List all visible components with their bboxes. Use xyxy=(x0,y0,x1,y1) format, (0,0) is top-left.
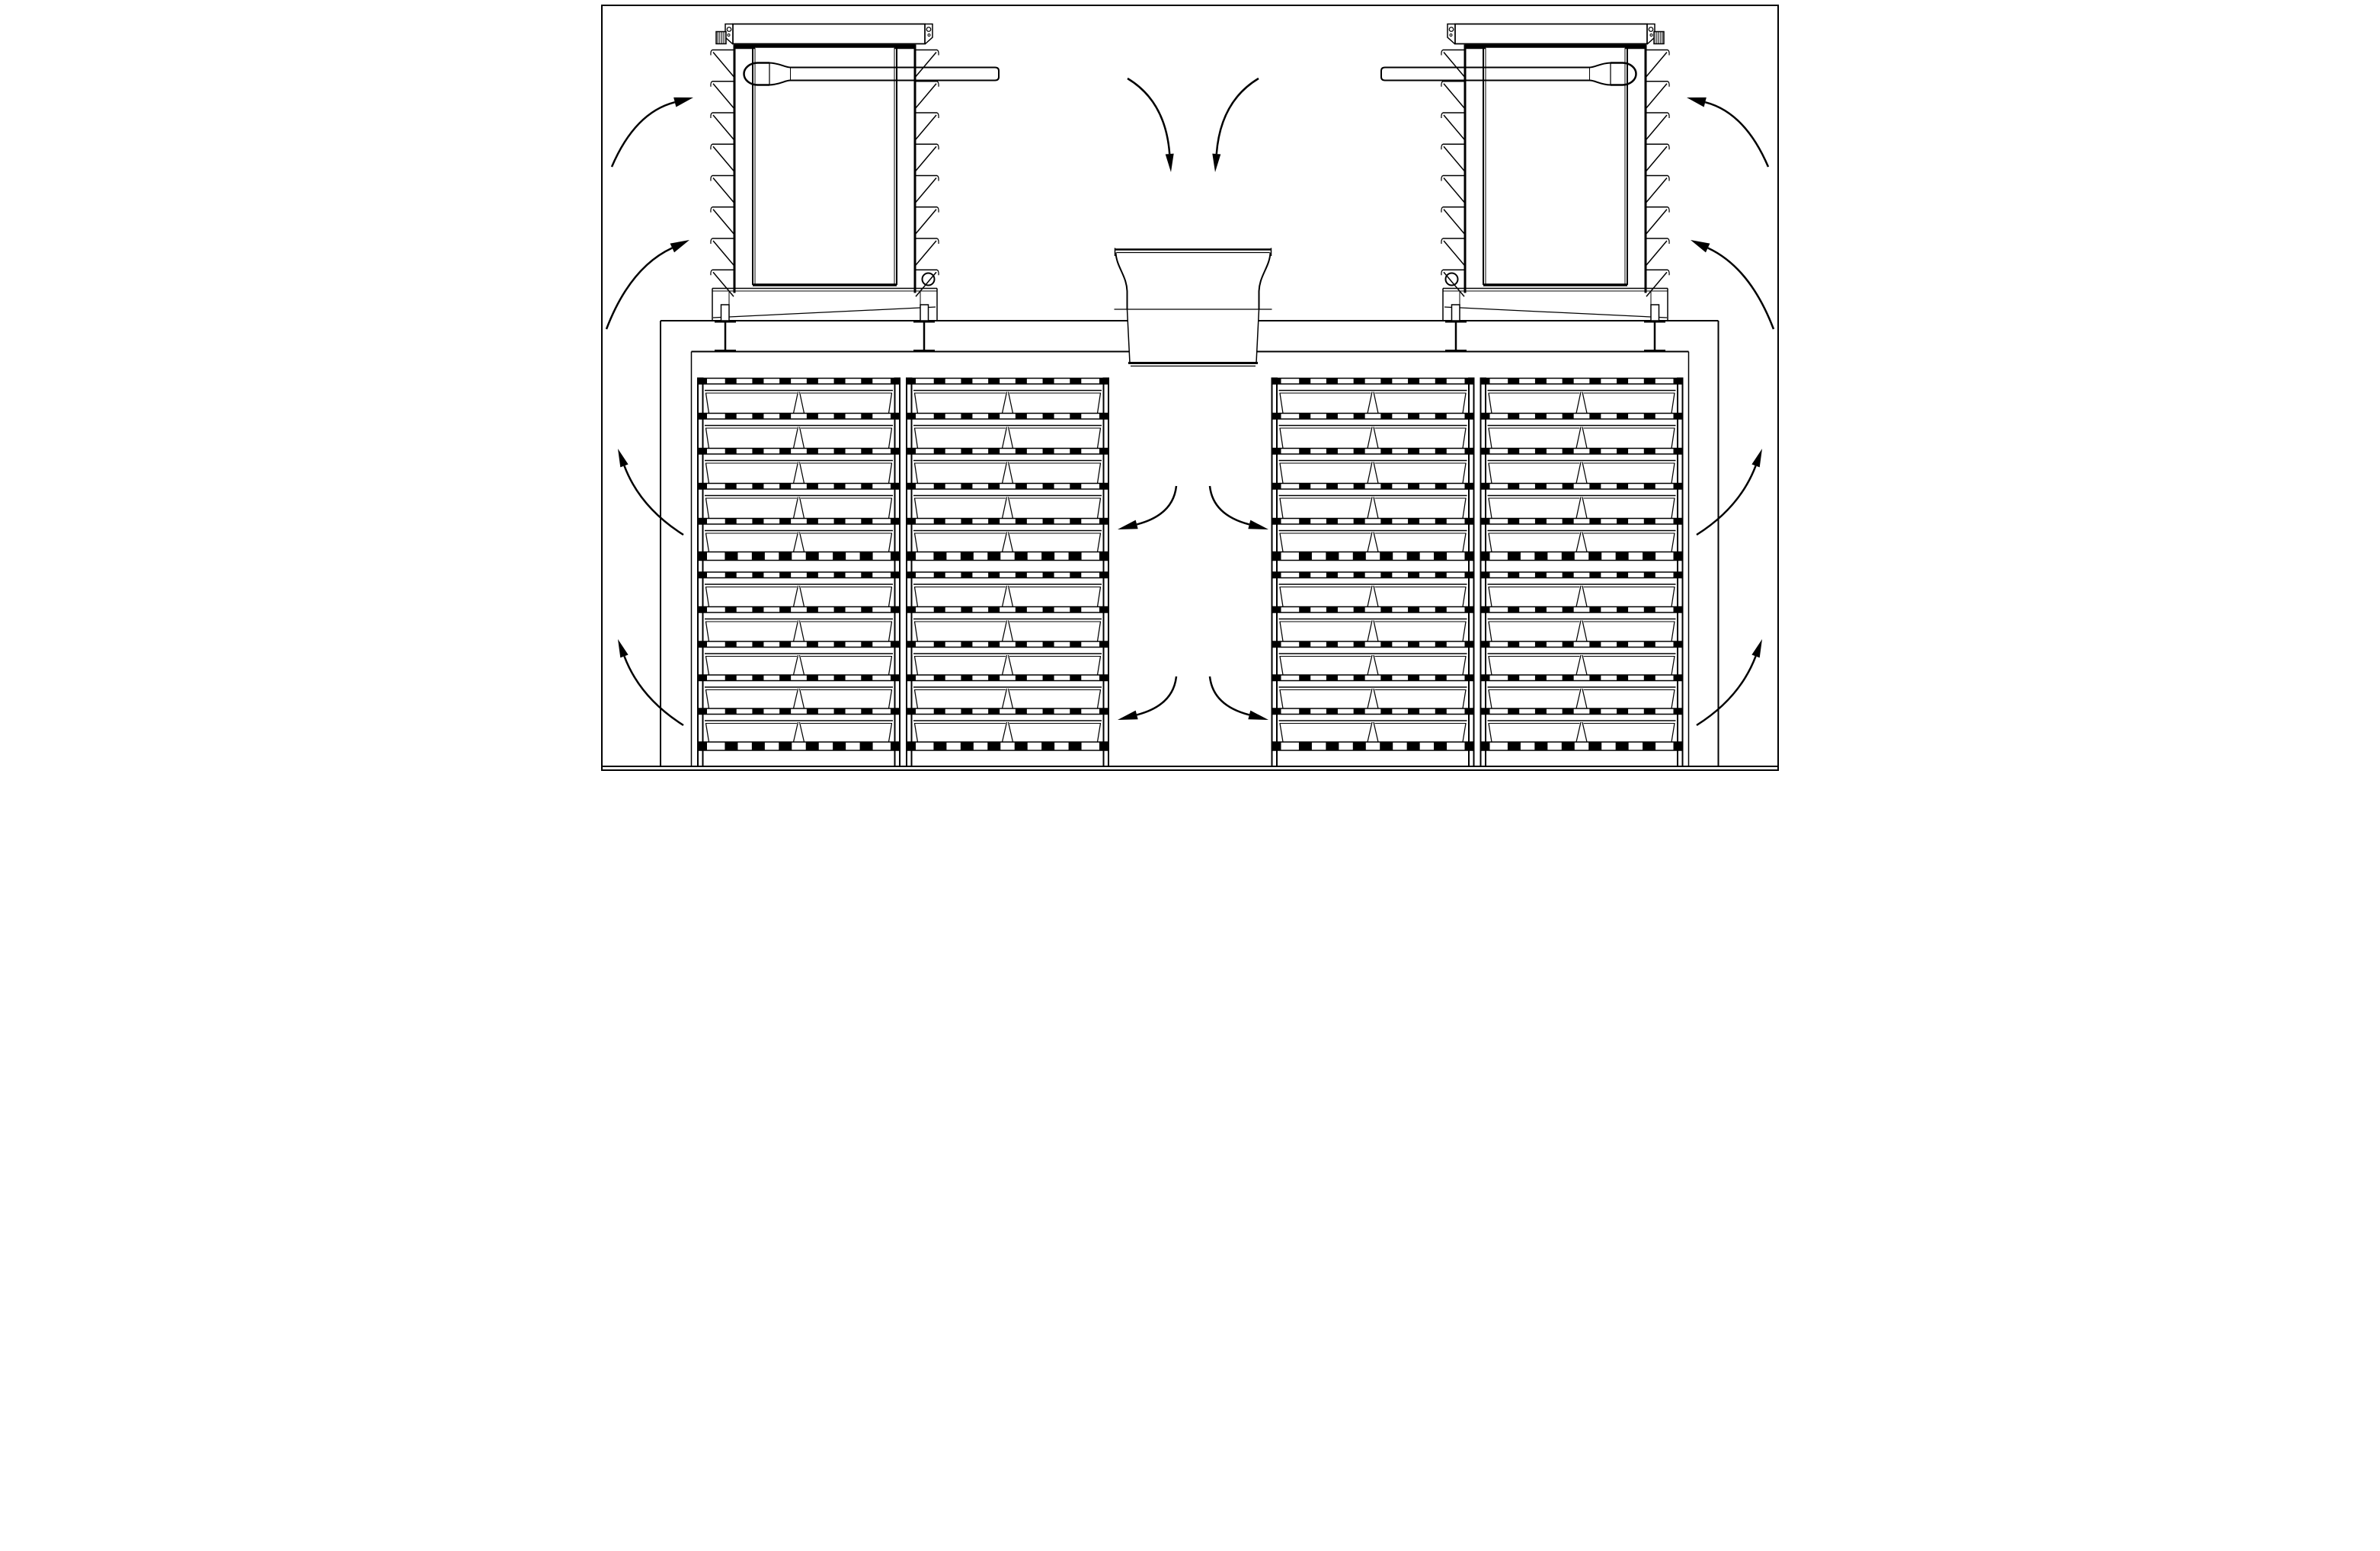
diagram-page xyxy=(595,0,1785,776)
rooftop-air-unit-right xyxy=(1380,23,1670,321)
roof-i-beam xyxy=(715,321,736,352)
drawing-border xyxy=(601,5,1779,771)
arrow-outside-into-right-unit-lower xyxy=(1691,240,1775,330)
arrow-updraft-right-wall-lower xyxy=(1696,639,1762,727)
arrow-aisle-to-left-racks-lower xyxy=(1118,676,1178,720)
arrow-down-into-hood-right xyxy=(1212,77,1259,172)
ventilation-section-drawing xyxy=(595,0,1785,776)
pallet-rack-3 xyxy=(1271,377,1475,767)
walls xyxy=(660,321,1719,766)
arrow-outside-into-left-unit-lower xyxy=(605,240,689,330)
arrow-outside-into-left-unit-upper xyxy=(610,97,693,168)
roof-slab xyxy=(661,320,1719,353)
roof-i-beam xyxy=(1445,321,1467,352)
arrow-down-into-hood-left xyxy=(1127,77,1174,172)
rooftop-air-unit-left xyxy=(710,23,1000,321)
exhaust-hood xyxy=(1114,248,1272,367)
arrow-aisle-to-right-racks-upper xyxy=(1208,485,1268,529)
pallet-rack-2 xyxy=(906,377,1109,767)
roof-i-beam xyxy=(913,321,935,352)
arrow-outside-into-right-unit-upper xyxy=(1687,97,1770,168)
arrow-updraft-left-wall-lower xyxy=(618,639,684,727)
arrow-updraft-left-wall-upper xyxy=(618,449,684,536)
pallet-rack-1 xyxy=(697,377,900,767)
pallet-rack-4 xyxy=(1480,377,1684,767)
roof-i-beam xyxy=(1644,321,1665,352)
arrow-aisle-to-left-racks-upper xyxy=(1118,485,1178,529)
arrow-updraft-right-wall-upper xyxy=(1696,449,1762,536)
arrow-aisle-to-right-racks-lower xyxy=(1208,676,1268,720)
